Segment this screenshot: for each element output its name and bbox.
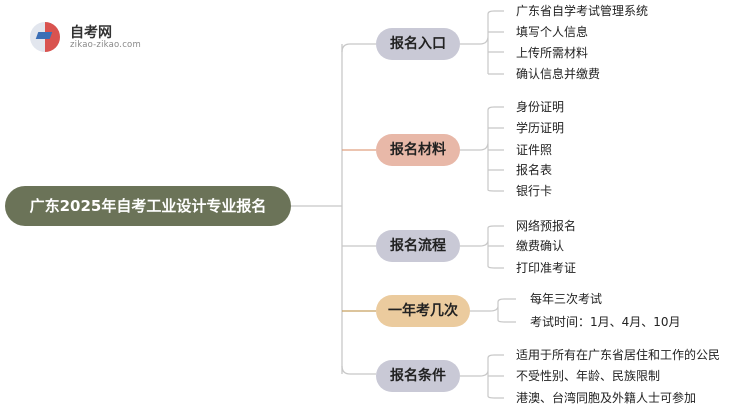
- leaf-entry-4: 确认信息并缴费: [516, 67, 601, 81]
- leaf-entry-1: 广东省自学考试管理系统: [516, 4, 649, 18]
- leaf-entry-2: 填写个人信息: [516, 25, 589, 39]
- branch-registration-process: 报名流程: [376, 230, 460, 262]
- leaf-materials-2: 学历证明: [516, 121, 565, 135]
- logo: 自考网 zikao-zikao.com: [30, 20, 150, 56]
- leaf-process-3: 打印准考证: [516, 261, 577, 275]
- leaf-materials-3: 证件照: [516, 143, 553, 157]
- leaf-process-2: 缴费确认: [516, 239, 565, 253]
- leaf-exams-1: 每年三次考试: [530, 292, 603, 306]
- root-node: 广东2025年自考工业设计专业报名: [5, 186, 291, 226]
- leaf-materials-4: 报名表: [516, 163, 553, 177]
- branch-connector-5: [341, 365, 376, 375]
- logo-title: 自考网: [70, 25, 112, 41]
- logo-icon: [30, 22, 60, 52]
- logo-url: zikao-zikao.com: [70, 40, 141, 50]
- branch-connector-1: [341, 43, 376, 53]
- branch-exams-per-year: 一年考几次: [376, 295, 470, 327]
- leaf-connectors-4: [470, 298, 516, 323]
- leaf-conditions-2: 不受性别、年龄、民族限制: [516, 369, 661, 383]
- leaf-materials-1: 身份证明: [516, 100, 565, 114]
- leaf-entry-3: 上传所需材料: [516, 46, 589, 60]
- branch-registration-materials: 报名材料: [376, 134, 460, 166]
- leaf-conditions-3: 港澳、台湾同胞及外籍人士可参加: [516, 391, 697, 405]
- leaf-process-1: 网络预报名: [516, 219, 577, 233]
- leaf-connectors-5: [460, 354, 504, 399]
- branch-registration-conditions: 报名条件: [376, 360, 460, 392]
- leaf-connectors-3: [460, 225, 504, 269]
- leaf-conditions-1: 适用于所有在广东省居住和工作的公民: [516, 348, 721, 362]
- leaf-materials-5: 银行卡: [516, 184, 553, 198]
- branch-registration-entry: 报名入口: [376, 28, 460, 60]
- leaf-exams-2: 考试时间：1月、4月、10月: [530, 315, 681, 329]
- leaf-connectors-2: [460, 106, 504, 192]
- leaf-connectors-1: [460, 10, 504, 75]
